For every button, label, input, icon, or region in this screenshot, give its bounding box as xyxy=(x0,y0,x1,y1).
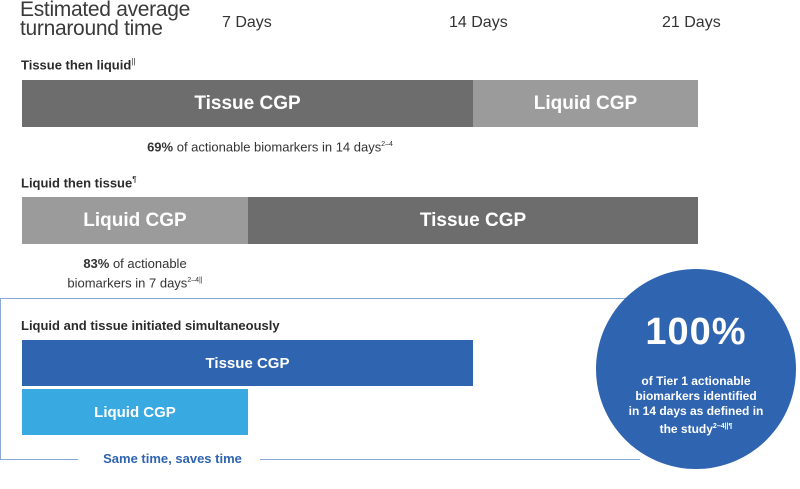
frame-left-line xyxy=(0,298,1,460)
callout-text: of Tier 1 actionable biomarkers identifi… xyxy=(614,374,778,437)
callout-value: 100% xyxy=(645,311,747,353)
scenario1-liquid-bar: Liquid CGP xyxy=(473,80,698,127)
scenario2-label-text: Liquid then tissue xyxy=(21,175,133,191)
scenario2-note-text1: of actionable xyxy=(109,256,187,271)
title-line-1: Estimated average xyxy=(20,0,190,21)
scenario2-note-sup: 2–4|| xyxy=(187,277,203,284)
scenario1-label: Tissue then liquid|| xyxy=(21,57,135,72)
scenario3-liquid-bar: Liquid CGP xyxy=(22,389,248,435)
tick-7-days: 7 Days xyxy=(222,14,272,31)
frame-bottom-line-left xyxy=(0,459,78,460)
callout-line2: biomarkers identified xyxy=(635,389,757,403)
frame-top-line xyxy=(0,298,640,299)
scenario3-caption: Same time, saves time xyxy=(103,451,242,466)
scenario2-liquid-bar-label: Liquid CGP xyxy=(83,209,187,231)
callout-line4: the study xyxy=(659,422,713,436)
scenario1-note: 69% of actionable biomarkers in 14 days2… xyxy=(110,136,430,155)
scenario2-label-sup: ¶ xyxy=(132,175,137,184)
scenario2-tissue-bar: Tissue CGP xyxy=(248,197,698,244)
tick-14-days: 14 Days xyxy=(449,14,508,31)
scenario1-label-sup: || xyxy=(131,57,136,66)
callout-sup: 2–4||¶ xyxy=(712,423,733,430)
scenario3-tissue-bar-label: Tissue CGP xyxy=(205,354,290,372)
scenario3-label: Liquid and tissue initiated simultaneous… xyxy=(21,318,280,333)
scenario3-liquid-bar-label: Liquid CGP xyxy=(94,403,176,421)
callout-line3: in 14 days as defined in xyxy=(628,404,764,418)
scenario2-note-text2: biomarkers in 7 days xyxy=(67,275,188,291)
chart-title: Estimated average turnaround time xyxy=(20,0,190,40)
callout-line1: of Tier 1 actionable xyxy=(641,374,751,388)
scenario2-tissue-bar-label: Tissue CGP xyxy=(419,209,527,231)
scenario2-note-pct: 83% xyxy=(83,256,110,271)
callout-circle: 100% of Tier 1 actionable biomarkers ide… xyxy=(596,269,796,469)
scenario2-label: Liquid then tissue¶ xyxy=(21,175,137,190)
scenario1-tissue-bar: Tissue CGP xyxy=(22,80,473,127)
scenario1-tissue-bar-label: Tissue CGP xyxy=(194,92,301,114)
frame-bottom-line-right xyxy=(260,459,640,460)
scenario1-note-text: of actionable biomarkers in 14 days xyxy=(173,139,382,155)
scenario1-liquid-bar-label: Liquid CGP xyxy=(533,92,638,114)
scenario1-label-text: Tissue then liquid xyxy=(21,57,132,73)
title-line-2: turnaround time xyxy=(20,17,163,40)
scenario1-note-sup: 2–4 xyxy=(381,141,393,148)
scenario2-note: 83% of actionable biomarkers in 7 days2–… xyxy=(40,255,230,291)
scenario3-tissue-bar: Tissue CGP xyxy=(22,340,473,386)
scenario1-note-pct: 69% xyxy=(147,139,174,155)
scenario2-liquid-bar: Liquid CGP xyxy=(22,197,248,244)
tick-21-days: 21 Days xyxy=(662,14,721,31)
